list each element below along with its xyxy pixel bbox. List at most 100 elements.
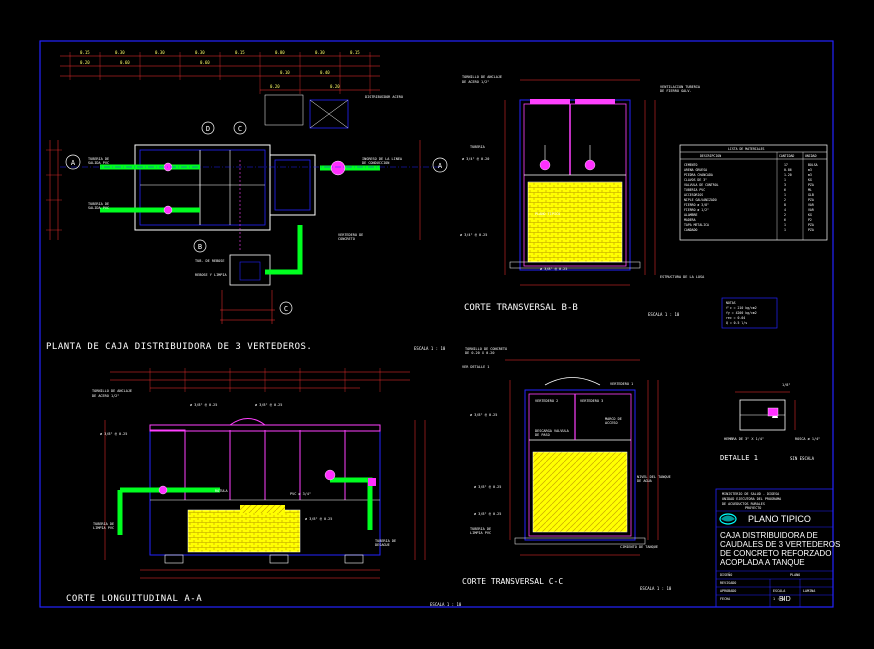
svg-text:BOLSA: BOLSA <box>808 163 818 167</box>
notes-box: NOTAS f'c = 210 kg/cm2 fy = 4200 kg/cm2 … <box>721 297 778 329</box>
svg-text:NOTAS: NOTAS <box>726 301 736 305</box>
svg-text:PZA: PZA <box>808 223 814 227</box>
svg-text:FECHA: FECHA <box>720 597 730 601</box>
svg-text:0.15: 0.15 <box>235 50 245 55</box>
svg-text:ACCESORIOS: ACCESORIOS <box>684 193 703 197</box>
svg-text:VERTEDERO 3: VERTEDERO 3 <box>580 399 603 403</box>
svg-text:TORNILLO DE ANCLAJE: TORNILLO DE ANCLAJE <box>92 389 132 393</box>
svg-text:PLANO: PLANO <box>790 573 800 577</box>
agency-logo-icon <box>719 513 737 525</box>
svg-text:TAPA METALICA: TAPA METALICA <box>684 223 709 227</box>
svg-text:4: 4 <box>784 208 786 212</box>
svg-text:17: 17 <box>784 163 788 167</box>
svg-text:SALIDA PVC: SALIDA PVC <box>88 206 109 210</box>
svg-text:ø 3/8" @ 0.25: ø 3/8" @ 0.25 <box>474 512 501 516</box>
svg-text:1/8": 1/8" <box>782 383 790 387</box>
svg-text:P2: P2 <box>808 218 812 222</box>
svg-text:LIMPIA PVC: LIMPIA PVC <box>470 531 491 535</box>
svg-text:0.15: 0.15 <box>350 50 360 55</box>
section-aa-title: CORTE LONGUITUDINAL A-A <box>66 594 203 604</box>
svg-text:ROSCA ø 1/4": ROSCA ø 1/4" <box>795 437 820 441</box>
svg-text:0.40: 0.40 <box>320 70 330 75</box>
svg-text:NIVEL DEL TANQUE: NIVEL DEL TANQUE <box>637 475 671 479</box>
svg-text:DESCRIPCION: DESCRIPCION <box>700 154 721 158</box>
svg-text:SIN ESCALA: SIN ESCALA <box>790 456 815 461</box>
svg-text:ACCESO: ACCESO <box>605 421 618 425</box>
svg-text:3: 3 <box>784 183 786 187</box>
svg-text:VERTEDERO DE: VERTEDERO DE <box>338 233 363 237</box>
svg-text:ø 3/8" @ 0.25: ø 3/8" @ 0.25 <box>470 413 497 417</box>
svg-text:DESAGUE: DESAGUE <box>375 543 390 547</box>
svg-text:DE CONDUCCION: DE CONDUCCION <box>362 161 389 165</box>
svg-text:0.30: 0.30 <box>115 50 125 55</box>
svg-text:LIMPIA PVC: LIMPIA PVC <box>93 526 114 530</box>
svg-text:INGRESO DE LA LINEA: INGRESO DE LA LINEA <box>362 157 403 161</box>
svg-text:Q = 0.5 l/s: Q = 0.5 l/s <box>726 321 747 325</box>
svg-text:VALVULA DE CONTROL: VALVULA DE CONTROL <box>684 183 719 187</box>
drawing-description-line-4: ACOPLADA A TANQUE <box>720 558 805 567</box>
svg-text:GLB: GLB <box>808 193 814 197</box>
svg-text:LAMINA: LAMINA <box>803 589 815 593</box>
svg-text:VER DETALLE 1: VER DETALLE 1 <box>462 365 489 369</box>
svg-text:HEMBRA DE 3" X 1/4": HEMBRA DE 3" X 1/4" <box>724 437 764 441</box>
drawing-description-line-2: CAUDALES DE 3 VERTEDEROS <box>720 540 841 549</box>
svg-text:KG: KG <box>808 213 812 217</box>
title-block: MINISTERIO DE SALUD - DIGESA UNIDAD EJEC… <box>715 488 834 608</box>
svg-text:DISTRIBUIDOR ACERO: DISTRIBUIDOR ACERO <box>365 95 403 99</box>
svg-text:CIMIENTO DE TANQUE: CIMIENTO DE TANQUE <box>620 545 658 549</box>
svg-text:TORNILLO DE CONCRETO: TORNILLO DE CONCRETO <box>465 347 507 351</box>
detail-1: HEMBRA DE 3" X 1/4" ROSCA ø 1/4" 1/8" DE… <box>720 383 820 462</box>
svg-text:PZA: PZA <box>808 183 814 187</box>
svg-text:1.20: 1.20 <box>784 173 792 177</box>
svg-text:ø 3/8" @ 0.25: ø 3/8" @ 0.25 <box>255 403 282 407</box>
svg-text:f'c = 210 kg/cm2: f'c = 210 kg/cm2 <box>726 306 757 310</box>
svg-text:2: 2 <box>784 198 786 202</box>
svg-text:TUBERIA DE: TUBERIA DE <box>88 157 109 161</box>
svg-text:TUB. DE REBOSE: TUB. DE REBOSE <box>195 259 225 263</box>
svg-text:DE FIERRO GALV.: DE FIERRO GALV. <box>660 89 692 93</box>
svg-text:C: C <box>238 125 242 133</box>
svg-text:ESCALA 1 : 10: ESCALA 1 : 10 <box>430 602 462 607</box>
svg-text:ø 3/8" @ 0.25: ø 3/8" @ 0.25 <box>305 517 332 521</box>
svg-text:0.60: 0.60 <box>200 60 210 65</box>
section-cc-title: CORTE TRANSVERSAL C-C <box>462 577 563 586</box>
svg-text:FIERRO ø 3/8": FIERRO ø 3/8" <box>684 203 709 207</box>
svg-text:m3: m3 <box>808 173 812 177</box>
svg-text:ø 3/8" @ 0.25: ø 3/8" @ 0.25 <box>100 432 127 436</box>
drawing-description-line-3: DE CONCRETO REFORZADO <box>720 549 832 558</box>
svg-text:DISEÑO: DISEÑO <box>720 572 732 577</box>
svg-text:0.20: 0.20 <box>270 84 280 89</box>
svg-text:1 : 10: 1 : 10 <box>773 597 785 601</box>
svg-text:DE ACUEDUCTOS RURALES: DE ACUEDUCTOS RURALES <box>722 502 765 506</box>
svg-text:D: D <box>206 125 210 133</box>
svg-text:0.20: 0.20 <box>80 60 90 65</box>
svg-text:VAR: VAR <box>808 203 814 207</box>
svg-text:UNIDAD EJECUTORA DEL PROGRAMA: UNIDAD EJECUTORA DEL PROGRAMA <box>722 497 781 501</box>
svg-text:ESCALA 1 : 10: ESCALA 1 : 10 <box>414 346 446 351</box>
drawing-description-line-1: CAJA DISTRIBUIDORA DE <box>720 531 818 540</box>
svg-text:MADERA: MADERA <box>684 218 696 222</box>
svg-text:rec = 0.04: rec = 0.04 <box>726 316 745 320</box>
outer-frame <box>39 40 834 608</box>
svg-text:TUBERIA DE: TUBERIA DE <box>470 527 491 531</box>
svg-text:DE ACERO 1/2": DE ACERO 1/2" <box>92 394 119 398</box>
svg-text:NIPLE GALVANIZADO: NIPLE GALVANIZADO <box>684 198 717 202</box>
svg-text:ML: ML <box>808 188 812 192</box>
svg-text:ESTRUCTURA DE LA LOSA: ESTRUCTURA DE LA LOSA <box>660 275 705 279</box>
svg-text:1: 1 <box>784 178 786 182</box>
svg-text:TUBERIA DE: TUBERIA DE <box>375 539 396 543</box>
svg-text:PZA: PZA <box>808 198 814 202</box>
svg-text:DE 0.20 X 0.20: DE 0.20 X 0.20 <box>465 351 495 355</box>
svg-text:DESCARGA VALVULA: DESCARGA VALVULA <box>535 429 570 433</box>
svg-text:VERTEDERO 1: VERTEDERO 1 <box>610 382 633 386</box>
svg-text:MINISTERIO DE SALUD - DIGESA: MINISTERIO DE SALUD - DIGESA <box>722 492 779 496</box>
svg-text:VERTEDERO 2: VERTEDERO 2 <box>535 399 558 403</box>
svg-text:CONCRETO: CONCRETO <box>338 237 355 241</box>
svg-text:1: 1 <box>784 223 786 227</box>
svg-text:PLANO TIPICO: PLANO TIPICO <box>535 212 560 216</box>
svg-text:DE ACERO 1/2": DE ACERO 1/2" <box>462 80 489 84</box>
